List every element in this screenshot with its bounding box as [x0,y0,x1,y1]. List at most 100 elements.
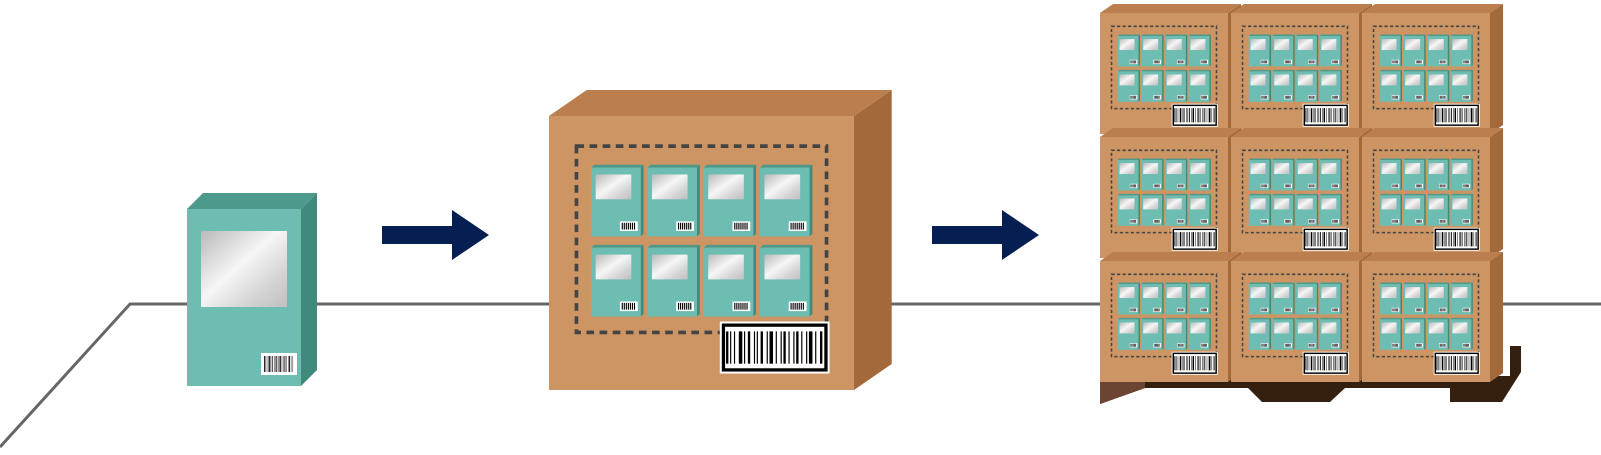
product-item-icon [1295,193,1319,226]
product-item-icon [1117,34,1140,67]
pallet-case-icon [1231,128,1373,258]
product-item-icon [1319,34,1342,67]
product-item-icon [1295,282,1319,315]
product-item-icon [1379,317,1402,350]
product-item-icon [1141,282,1164,315]
box-top [1100,128,1242,137]
pallet-shadow [1100,380,1145,404]
product-item-icon [1272,317,1295,350]
box-top [1231,252,1373,261]
product-item-icon [1319,158,1342,191]
product-item-icon [1295,158,1319,191]
dashed-outline [1241,273,1349,358]
pallet-case-icon [1231,4,1373,134]
dashed-outline [1110,149,1218,234]
product-item-icon [760,164,813,237]
product-item-icon [1117,69,1140,102]
product-item-icon [1403,282,1426,315]
dashed-outline [1372,149,1480,234]
dashed-outline [1110,25,1218,110]
product-item-icon [1379,282,1402,315]
right-arrow-icon [382,210,489,260]
pallet-case-icon [1362,128,1504,258]
dashed-outline [1372,273,1480,358]
product-item-icon [1295,317,1319,350]
package-top [187,193,317,209]
dashed-outline [1372,25,1480,110]
product-item-icon [1426,282,1450,315]
product-item-icon [1164,34,1188,67]
product-item-icon [1319,317,1342,350]
product-item-icon [1117,282,1140,315]
barcode-icon [1302,227,1349,251]
barcode-icon [1171,227,1218,251]
pallet-case-icon [1362,4,1504,134]
product-item-icon [647,164,700,237]
right-arrow-icon [932,210,1039,260]
product-item-icon [1450,34,1473,67]
product-item-icon [1379,193,1402,226]
product-item-icon [760,244,813,317]
product-item-icon [1272,193,1295,226]
product-item-icon [1188,317,1211,350]
box-side [854,90,892,390]
product-item-icon [1426,69,1450,102]
product-item-icon [1117,158,1140,191]
product-item-icon [1295,34,1319,67]
product-item-icon [1188,158,1211,191]
dashed-outline [1241,149,1349,234]
barcode-icon [1433,351,1480,375]
product-item-icon [1164,193,1188,226]
product-item-icon [1188,69,1211,102]
pallet-case-icon [1100,128,1242,258]
product-item-icon [591,164,644,237]
product-item-icon [1403,193,1426,226]
pallet-case-icon [1100,252,1242,382]
product-item-icon [1319,69,1342,102]
product-item-icon [1450,69,1473,102]
product-item-icon [1319,193,1342,226]
barcode-icon [1302,103,1349,127]
product-item-icon [647,244,700,317]
product-item-icon [1403,158,1426,191]
product-item-icon [1450,158,1473,191]
product-item-icon [1319,282,1342,315]
product-item-icon [591,244,644,317]
package-side [301,193,317,386]
dashed-outline [1110,273,1218,358]
box-top [1100,4,1242,13]
package-window [201,231,287,307]
product-item-icon [1403,317,1426,350]
product-item-icon [1141,34,1164,67]
product-item-icon [1426,34,1450,67]
product-item-icon [1164,282,1188,315]
box-top [1362,128,1504,137]
product-item-icon [1188,34,1211,67]
box-top [1362,4,1504,13]
pallet-case-icon [1362,252,1504,382]
box-top [549,90,892,116]
pallet-load-icon [1100,4,1521,404]
product-item-icon [1272,69,1295,102]
product-item-icon [1117,193,1140,226]
product-item-icon [1426,317,1450,350]
product-item-icon [1248,158,1271,191]
product-item-icon [1272,34,1295,67]
product-item-icon [1379,158,1402,191]
product-item-icon [1403,69,1426,102]
barcode-icon [1171,351,1218,375]
product-item-icon [1426,158,1450,191]
case-box [549,90,892,390]
pallet-base [1100,346,1521,404]
box-top [1231,4,1373,13]
product-item-icon [1379,34,1402,67]
product-item-icon [1450,193,1473,226]
product-item-icon [1141,193,1164,226]
product-item-icon [1403,34,1426,67]
product-item-icon [1141,69,1164,102]
box-side [1490,4,1504,134]
product-item-icon [1450,282,1473,315]
product-item-icon [1272,282,1295,315]
